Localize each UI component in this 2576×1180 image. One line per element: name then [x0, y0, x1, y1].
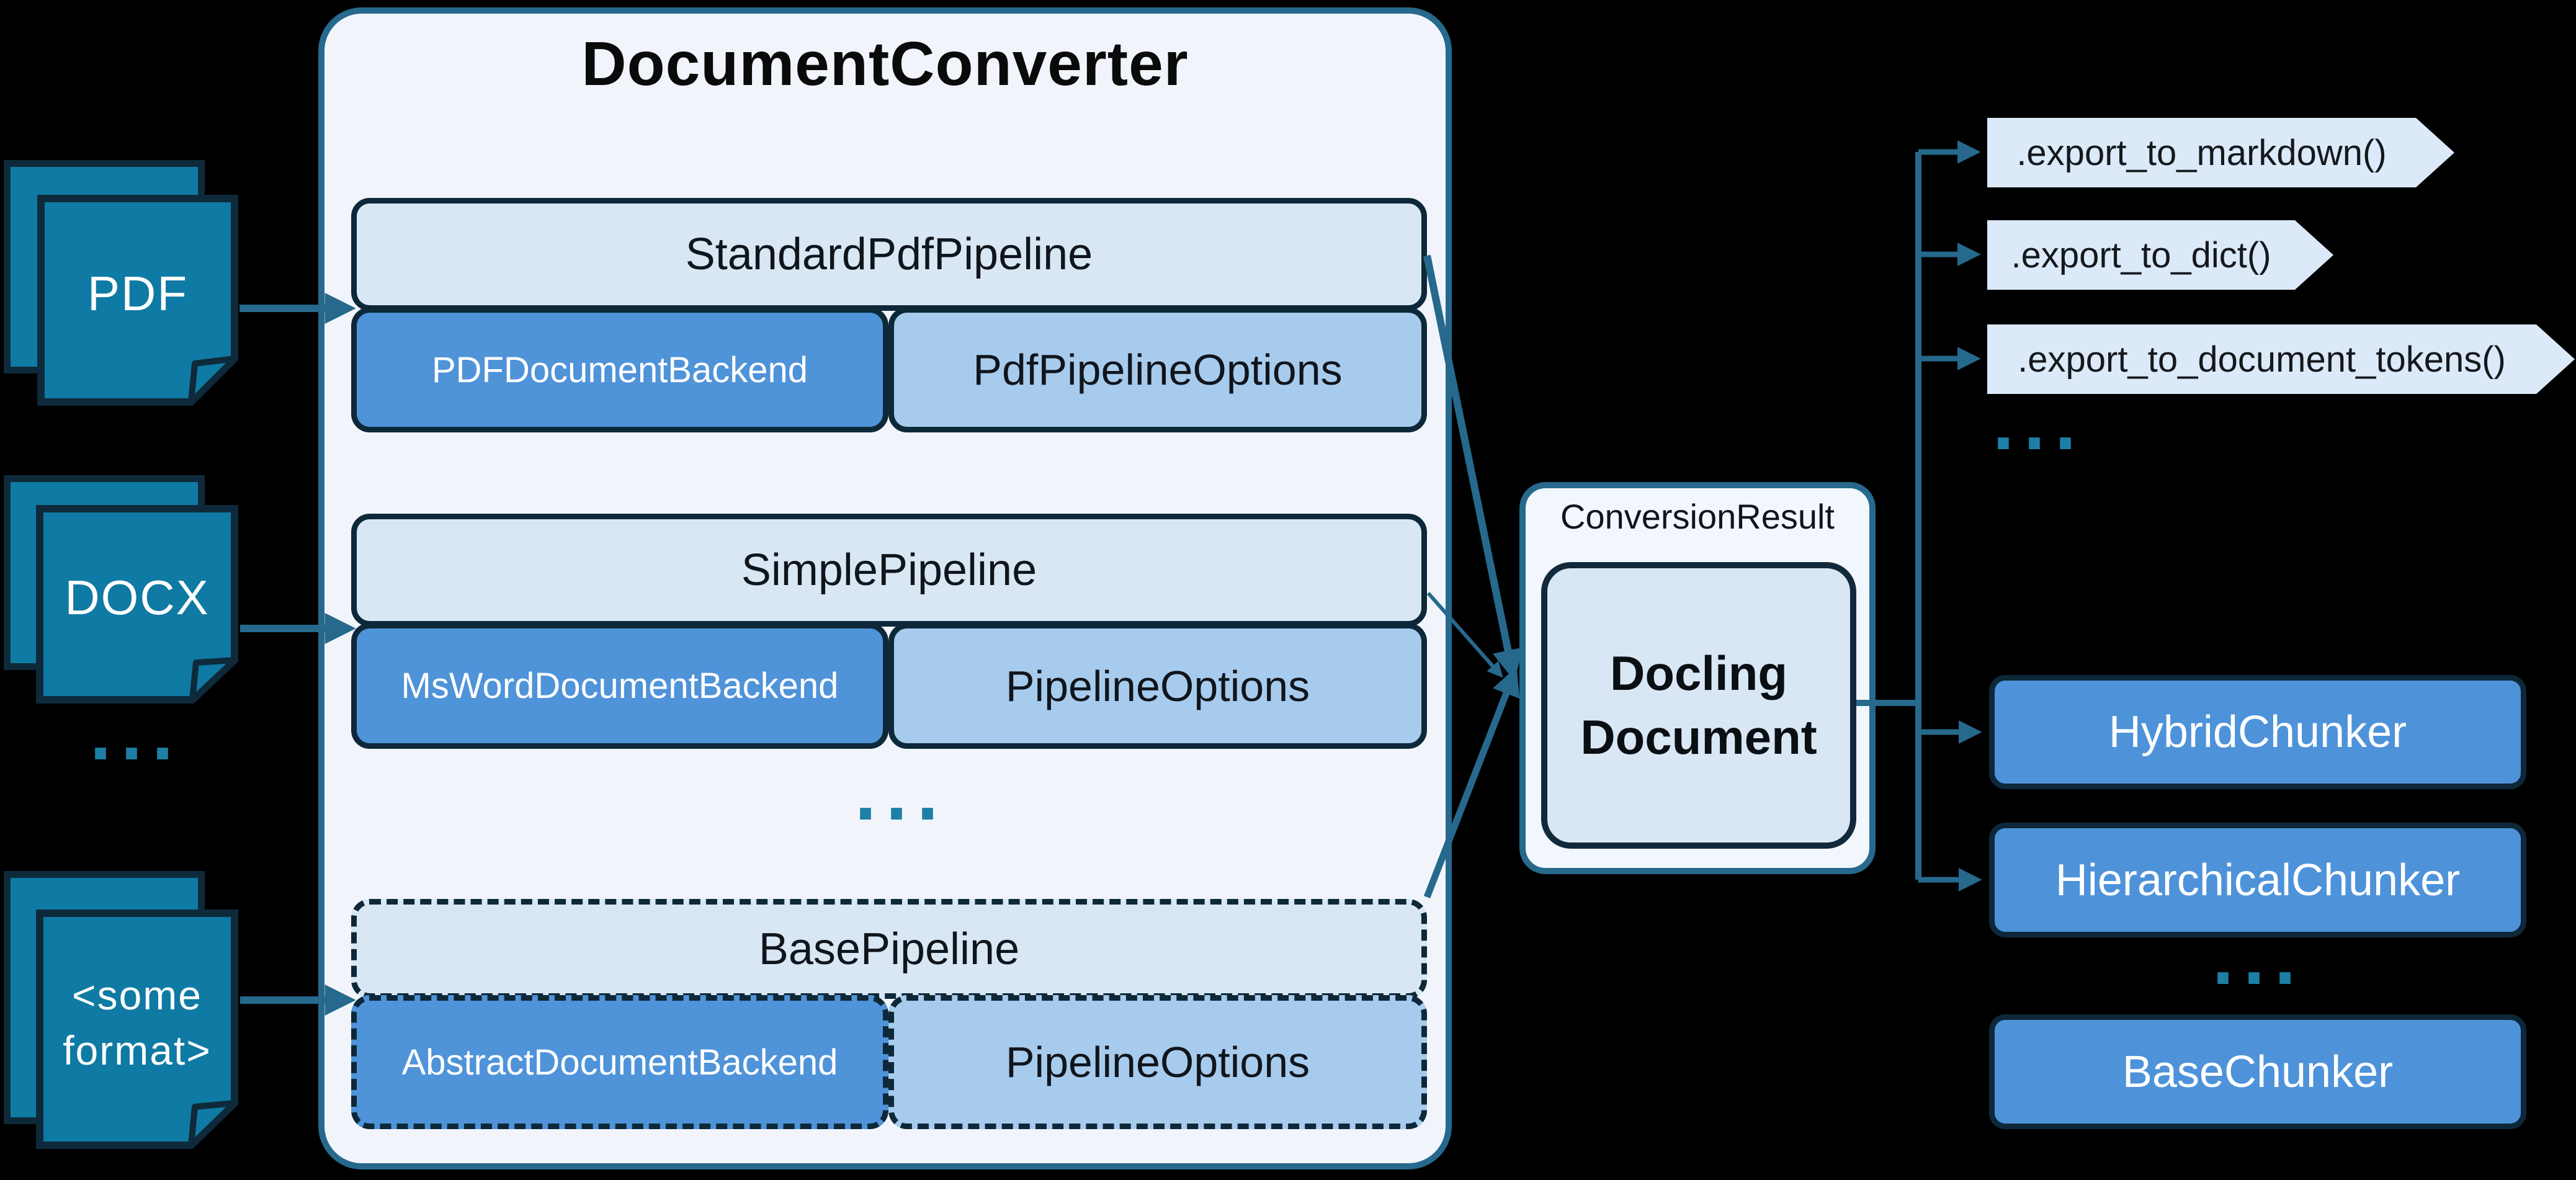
- export-flag-dict: .export_to_dict(): [1987, 220, 2333, 290]
- more-input-formats-ellipsis: ...: [89, 702, 182, 774]
- pipeline-box-basepipeline: BasePipeline: [351, 899, 1427, 999]
- chunker-box-hierarchicalchunker: HierarchicalChunker: [1989, 823, 2526, 937]
- export-flag-markdown: .export_to_markdown(): [1987, 118, 2454, 187]
- chunker-box-hybridchunker: HybridChunker: [1989, 675, 2526, 789]
- pipeline-box-simplepipeline: SimplePipeline: [351, 514, 1427, 627]
- folded-corner: [189, 657, 238, 703]
- backend-box-msworddocumentbackend: MsWordDocumentBackend: [351, 623, 888, 749]
- options-box-pdfpipelineoptions: PdfPipelineOptions: [888, 307, 1427, 432]
- document-converter-title: DocumentConverter: [581, 29, 1189, 99]
- chunker-box-basechunker: BaseChunker: [1989, 1014, 2526, 1129]
- input-label-pdf: PDF: [87, 266, 188, 321]
- options-box-pipelineoptions: PipelineOptions: [888, 623, 1427, 749]
- export-flag-document-tokens: .export_to_document_tokens(): [1987, 324, 2575, 394]
- backend-box-abstractdocumentbackend: AbstractDocumentBackend: [351, 995, 888, 1129]
- input-label-some-format: <some format>: [63, 972, 212, 1073]
- more-exports-ellipsis: ...: [1992, 391, 2085, 464]
- more-chunkers-ellipsis: ...: [2211, 926, 2304, 999]
- backend-box-pdfdocumentbackend: PDFDocumentBackend: [351, 307, 888, 432]
- more-pipelines-ellipsis: ...: [854, 762, 947, 834]
- conversion-result-label: ConversionResult: [1560, 497, 1835, 536]
- docx-document-front-page-icon: [36, 505, 238, 704]
- options-box-pipelineoptions-base: PipelineOptions: [888, 995, 1427, 1129]
- pdf-document-front-page-icon: [37, 195, 238, 406]
- input-label-docx: DOCX: [65, 570, 210, 625]
- docling-document-box: Docling Document: [1541, 562, 1856, 849]
- some-format-front-page-icon: [36, 910, 238, 1149]
- folded-corner: [188, 355, 238, 405]
- pipeline-box-standardpdfpipeline: StandardPdfPipeline: [351, 198, 1427, 311]
- folded-corner: [188, 1100, 238, 1148]
